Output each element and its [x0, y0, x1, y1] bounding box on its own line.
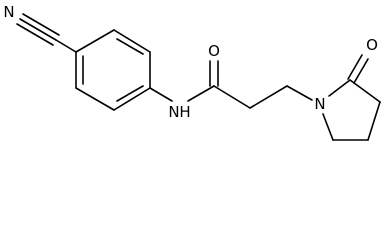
triple-bond-line-2 [16, 23, 54, 46]
chain-bond-1 [213, 85, 251, 109]
chain-bond-3 [286, 85, 313, 101]
nitrile-group: N [3, 3, 60, 46]
lactam-double-bond-a [347, 54, 363, 80]
pyrrolidinone-ring: N [314, 79, 381, 141]
benzene-ring [75, 29, 151, 111]
amide-nh-group: N H [168, 103, 190, 121]
aromatic-inner-bond [116, 38, 144, 55]
chain-bond-2 [249, 85, 288, 109]
ring-bond [322, 113, 334, 141]
ring-bond [75, 87, 115, 111]
aromatic-inner-bond [116, 85, 144, 102]
ring-bond [113, 29, 151, 53]
ring-bond [113, 87, 151, 111]
ring-bond [75, 29, 115, 53]
chemical-structure: N N H O N O [3, 3, 381, 141]
ring-bond [328, 79, 351, 97]
lactam-double-bond-b [353, 58, 369, 84]
amide-hydrogen-label: H [179, 103, 190, 121]
ring-nitrogen-label: N [314, 95, 325, 113]
nh-to-carbonyl-bond [187, 85, 215, 102]
ring-bond [349, 79, 381, 103]
nitrile-to-ring-bond [55, 39, 77, 53]
amide-oxygen-label: O [208, 42, 220, 60]
lactam-oxygen-label: O [366, 36, 378, 54]
nitrile-nitrogen-label: N [3, 3, 14, 21]
ring-bond [367, 101, 381, 141]
triple-bond-line-3 [22, 13, 60, 36]
ring-to-nh-bond [149, 87, 173, 102]
amide-nitrogen-label: N [168, 103, 179, 121]
triple-bond-line-1 [19, 18, 57, 41]
